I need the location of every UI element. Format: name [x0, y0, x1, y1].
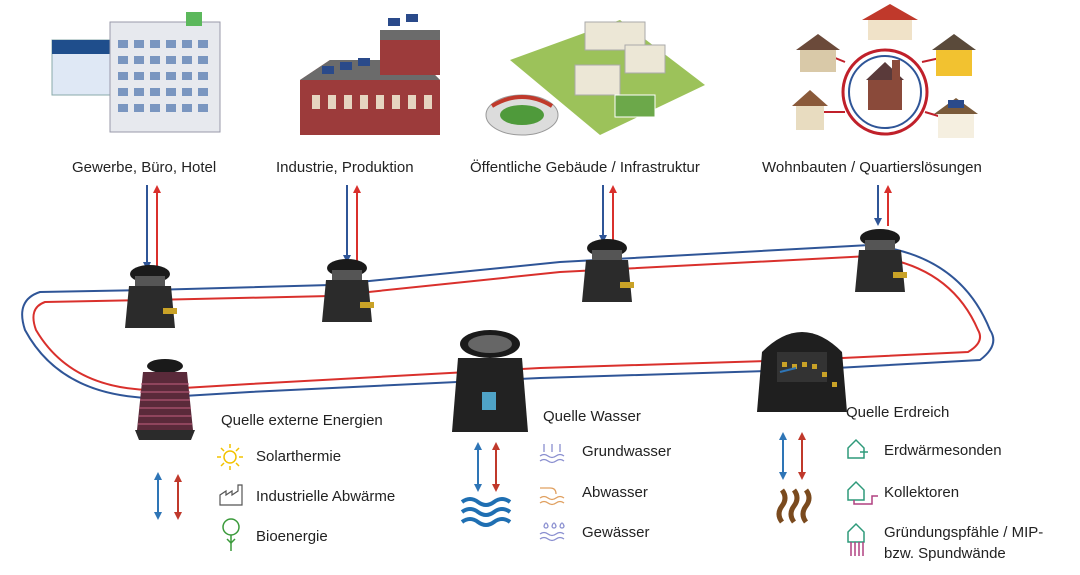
source-item-gewaesser: Gewässer: [582, 524, 650, 541]
collectors-icon: [847, 480, 878, 505]
source-item-abwaerme: Industrielle Abwärme: [256, 488, 396, 505]
house-icon: [792, 90, 828, 130]
source-item-grundwasser: Grundwasser: [582, 443, 672, 460]
bioenergy-icon: [222, 518, 240, 551]
source-item-erdwaermesonden: Erdwärmesonden: [884, 442, 1002, 459]
consumer-label-commercial: Gewerbe, Büro, Hotel: [72, 159, 217, 176]
source-item-gruendungspfaehle: Gründungspfähle / MIP-: [884, 524, 1044, 541]
transfer-unit: [125, 265, 177, 328]
pipe-loop-warm: [32, 254, 981, 392]
foundation-piles-icon: [847, 522, 865, 556]
house-icon: [796, 34, 840, 72]
public-buildings-icon: [485, 20, 705, 136]
solar-thermal-icon: [217, 444, 243, 470]
consumer-label-public: Öffentliche Gebäude / Infrastruktur: [470, 159, 700, 176]
external-energy-unit: [135, 359, 195, 440]
source-item-kollektoren: Kollektoren: [884, 484, 960, 501]
source-item-spundwaende: bzw. Spundwände: [884, 545, 1006, 562]
consumer-label-industry: Industrie, Produktion: [276, 159, 414, 176]
industrial-building-icon: [300, 14, 440, 135]
transfer-unit: [322, 259, 374, 322]
house-icon: [932, 34, 976, 76]
industrial-waste-heat-icon: [219, 484, 243, 506]
water-source-unit: [452, 330, 528, 432]
residential-quarter-icon: [792, 4, 978, 138]
source-title-water: Quelle Wasser: [543, 408, 641, 425]
consumer-arrows: [143, 185, 892, 270]
borehole-probes-icon: [847, 438, 868, 459]
commercial-building-icon: [51, 12, 221, 133]
transfer-unit: [855, 229, 907, 292]
ground-source-unit: [757, 332, 847, 412]
house-icon: [862, 4, 918, 40]
wastewater-icon: [539, 487, 565, 506]
source-arrows: [154, 432, 806, 520]
source-item-solarthermie: Solarthermie: [256, 448, 342, 465]
source-title-external: Quelle externe Energien: [221, 412, 383, 429]
house-icon: [934, 98, 978, 138]
groundwater-icon: [539, 444, 565, 464]
source-item-abwasser: Abwasser: [582, 484, 648, 501]
surface-water-icon: [539, 522, 565, 542]
source-title-ground: Quelle Erdreich: [846, 404, 950, 421]
ground-layers-icon: [776, 488, 812, 524]
transfer-unit: [582, 239, 634, 302]
water-waves-icon: [460, 497, 512, 527]
consumer-label-residential: Wohnbauten / Quartierslösungen: [762, 159, 982, 176]
source-item-bioenergie: Bioenergie: [256, 528, 328, 545]
